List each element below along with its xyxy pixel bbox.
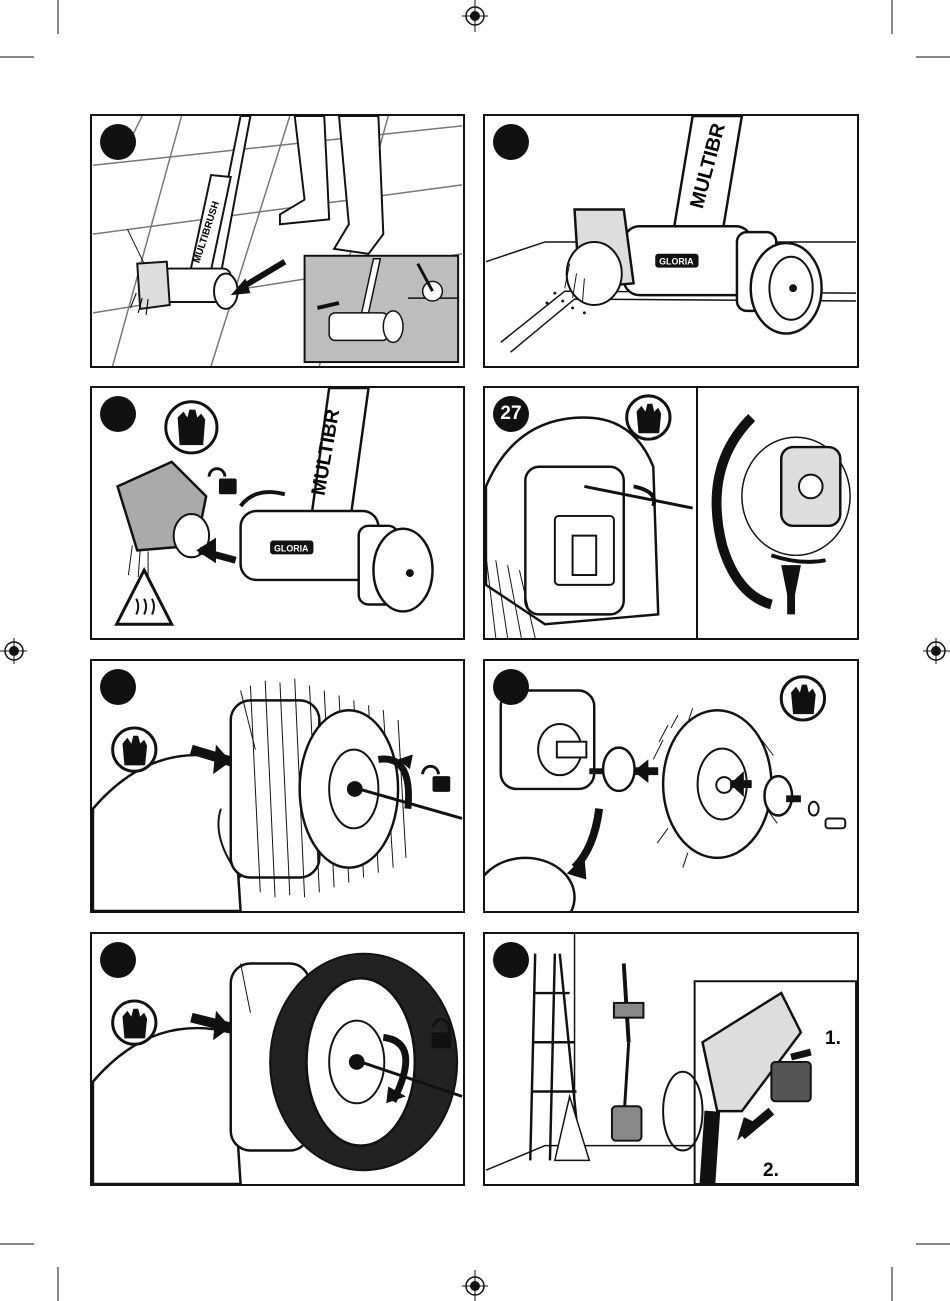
step-badge (493, 124, 529, 160)
registration-mark-icon (462, 1273, 488, 1299)
panel-6-drawing (485, 661, 857, 911)
illustration-panel-remove-cover: MULTIBR GLORIA (90, 386, 465, 640)
illustration-panel-lock-brush (90, 932, 465, 1186)
step-badge (493, 669, 529, 705)
illustration-panel-unlock-brush (90, 659, 465, 913)
step-badge (100, 669, 136, 705)
illustration-panel-brush-assembly-exploded (483, 659, 859, 913)
hot-surface-warning-icon (117, 570, 172, 624)
registration-mark-icon (462, 3, 488, 29)
step-badge (100, 942, 136, 978)
panel-8-drawing (485, 934, 857, 1184)
panel-3-drawing: MULTIBR GLORIA (92, 388, 463, 638)
illustration-panel-unscrew-cover: 27 (483, 386, 859, 640)
step-badge (100, 124, 136, 160)
step-label-2: 2. (763, 1160, 779, 1182)
glove-icon (781, 677, 824, 720)
glove-icon (166, 402, 217, 453)
brand-label: GLORIA (659, 257, 694, 267)
panel-5-drawing (92, 661, 463, 911)
glove-icon (113, 728, 156, 771)
panel-1-drawing: MULTIBRUSH (92, 116, 463, 366)
panel-7-drawing (92, 934, 463, 1184)
step-label-1: 1. (825, 1028, 841, 1050)
unlock-icon (423, 766, 451, 792)
panel-4-drawing (485, 388, 857, 638)
sub-panel-divider (696, 388, 698, 638)
glove-icon (627, 396, 670, 439)
brand-label: GLORIA (274, 543, 309, 553)
step-badge (100, 396, 136, 432)
glove-icon (113, 1001, 156, 1044)
registration-mark-icon (923, 638, 949, 664)
illustration-panel-brushing-joints: MULTIBRUSH (90, 114, 465, 368)
unlock-icon (209, 469, 237, 495)
step-badge: 27 (493, 396, 529, 432)
step-badge (493, 942, 529, 978)
panel-2-drawing: MULTIBR GLORIA (485, 116, 857, 366)
registration-mark-icon (1, 638, 27, 664)
illustration-panel-storage-and-battery: 1. 2. (483, 932, 859, 1186)
illustration-panel-close-up-brushing: MULTIBR GLORIA (483, 114, 859, 368)
